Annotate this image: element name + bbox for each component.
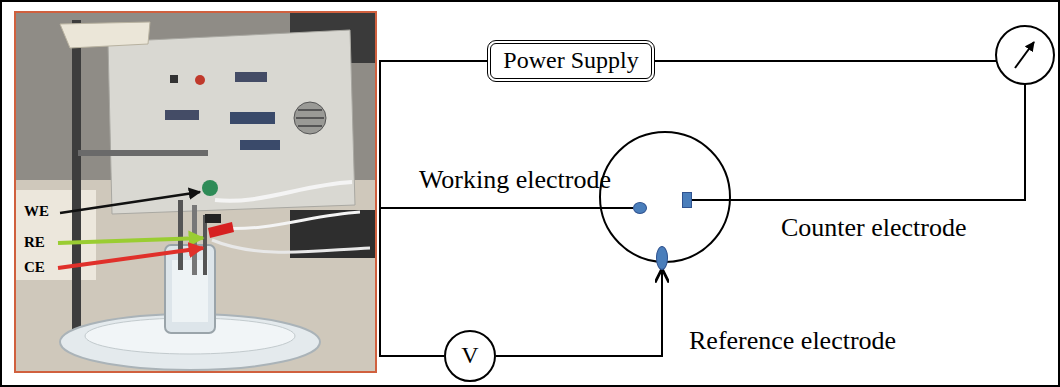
re-leader [58,238,203,243]
fan-bars [296,110,324,126]
wire [496,270,662,356]
ce-leader [58,248,203,268]
electrode-rod [203,215,207,275]
reference-electrode-tip: Reference electrode [656,246,668,270]
wire [380,208,633,356]
working-electrode-dot: Working electrode [633,202,647,214]
port [230,112,275,124]
electrode-rod [178,200,183,270]
wire [655,61,1025,200]
green-clip [202,180,218,196]
power-supply-box: Power Supply [487,40,655,82]
bench-light [16,190,96,280]
fan-grille [294,102,326,134]
node-label: Reference electrode [689,326,896,356]
glass-cell [165,245,215,333]
potentiostat-case [108,30,355,214]
cable [218,212,360,229]
photo-frame [15,12,376,372]
stand-rod [72,20,81,330]
node-label: V [461,342,478,370]
node-label: Counter electrode [781,213,967,243]
callout-label: RE [24,234,45,251]
wire [380,61,633,208]
clamp-arm [78,150,208,156]
stand-clamp [60,22,150,48]
black-clip [205,214,221,223]
cell-circle [600,132,730,262]
cell-liquid [172,260,208,322]
counter-electrode-plate: Counter electrode [682,192,692,208]
ammeter-symbol [996,26,1054,84]
we-leader [60,192,200,213]
ammeter-needle [1015,42,1034,68]
cable [215,182,352,201]
bench-top [16,180,375,371]
callout-label: CE [24,259,45,276]
port [165,110,199,120]
voltmeter-circle: V [444,330,496,382]
red-clip [208,222,234,238]
switch [170,75,178,83]
knob [195,75,205,85]
cable [212,240,370,252]
port [240,140,280,150]
node-label: Power Supply [503,47,638,75]
photo-background [16,13,375,371]
callout-label: WE [24,203,49,220]
setup-photo [15,12,376,372]
node-label: Working electrode [419,165,611,195]
port [235,72,267,82]
connectors [380,61,1025,356]
